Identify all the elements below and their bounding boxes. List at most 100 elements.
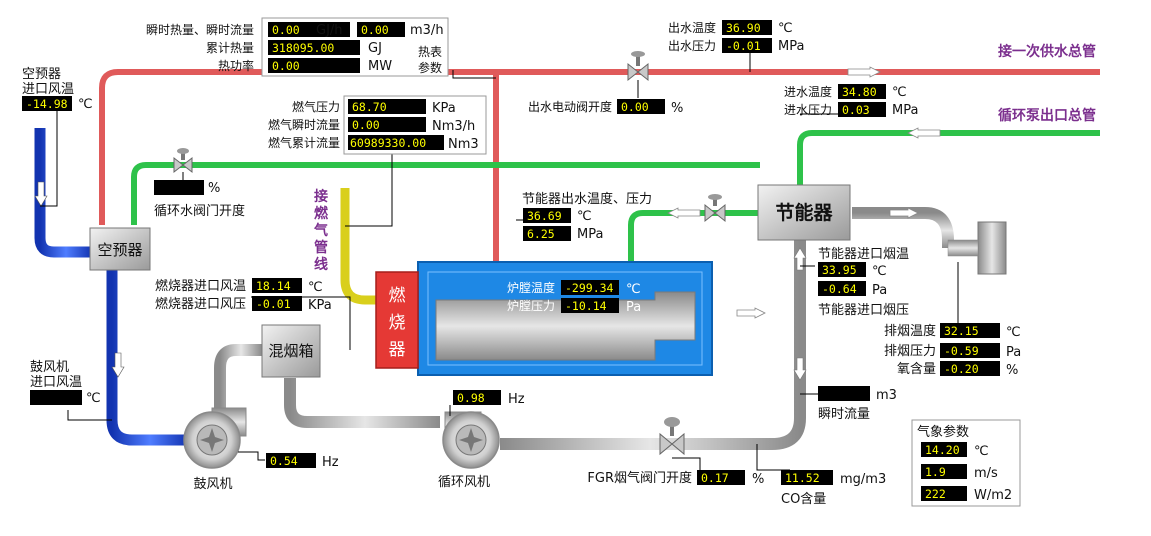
- circ-valve-label: 循环水阀门开度: [154, 203, 245, 219]
- total-heat-label: 累计热量: [206, 41, 254, 55]
- econ-in-flue-press-box: [818, 281, 866, 296]
- burner-inlet-press-label: 燃烧器进口风压: [155, 296, 246, 312]
- gas-pipe-label-3: 气: [313, 222, 328, 239]
- blower-inlet-label-1: 鼓风机: [30, 360, 69, 375]
- furnace-temp-value: -299.34: [565, 281, 614, 295]
- furnace-press-unit: Pa: [626, 300, 641, 315]
- weather-wind-unit: m/s: [974, 466, 998, 481]
- fgr-unit: %: [752, 472, 764, 487]
- burner-inlet-temp-box: [252, 278, 302, 293]
- burner-inlet-temp-value: 18.14: [256, 279, 291, 293]
- econ-in-flue-press-label: 节能器进口烟压: [818, 303, 909, 318]
- furnace-temp-unit: ℃: [626, 282, 641, 297]
- blower-inlet-box: [30, 390, 82, 405]
- gas-total-label: 燃气累计流量: [268, 135, 340, 150]
- circulating-water-valve-icon[interactable]: [173, 148, 193, 174]
- gas-total-box: [348, 135, 444, 150]
- o2-box: [940, 361, 1000, 376]
- heat-rate-box: [268, 22, 350, 37]
- burner-char-3: 器: [389, 340, 406, 360]
- exhaust-temp-unit: ℃: [1006, 325, 1021, 340]
- weather-solar-box: [921, 486, 967, 501]
- econ-out-temp-unit: ℃: [577, 209, 592, 224]
- flow-meter-unit: m3: [876, 388, 897, 403]
- burner-char-2: 烧: [389, 313, 406, 333]
- flue-gas-mixer: [261, 324, 321, 378]
- furnace-temp-box: [561, 280, 619, 295]
- flow-arrow-icon: [889, 207, 919, 219]
- blower-fan: [183, 407, 247, 469]
- weather-title: 气象参数: [917, 424, 969, 440]
- heat-rate-unit: GJ/h: [316, 23, 343, 38]
- inlet-temp-label: 进水温度: [784, 84, 832, 99]
- economizer-outlet-valve-icon[interactable]: [704, 194, 726, 223]
- gas-press-box: [348, 99, 426, 114]
- furnace-chamber: [435, 291, 696, 361]
- blower-freq-value: 0.54: [270, 454, 298, 468]
- preheater-inlet-unit: ℃: [78, 97, 93, 112]
- flow-arrow-icon: [34, 181, 48, 207]
- heat-rate-value: 0.00: [272, 23, 300, 37]
- flow-arrow-icon: [793, 357, 807, 381]
- circ-fan-label: 循环风机: [438, 475, 490, 490]
- outlet-valve-value: 0.00: [621, 100, 649, 114]
- flow-arrow-icon: [847, 66, 881, 78]
- flow-rate-value: 0.00: [361, 23, 389, 37]
- flow-meter-label: 瞬时流量: [818, 407, 870, 422]
- burner-inlet-press-unit: KPa: [308, 298, 332, 313]
- outlet-valve-box: [617, 99, 665, 114]
- econ-in-flue-press-value: -0.64: [822, 282, 857, 296]
- weather-solar-value: 222: [925, 487, 946, 501]
- inlet-temp-value: 34.80: [842, 85, 877, 99]
- power-unit: MW: [368, 59, 392, 74]
- gas-press-label: 燃气压力: [292, 99, 340, 114]
- weather-temp-unit: ℃: [974, 444, 989, 459]
- fgr-valve-icon[interactable]: [659, 417, 685, 456]
- circulation-fan: [442, 411, 500, 469]
- preheater-inlet-label-2: 进口风温: [22, 82, 74, 97]
- exhaust-press-label: 排烟压力: [884, 344, 936, 359]
- flow-rate-unit: m3/h: [410, 23, 444, 38]
- supply-main-title: 接一次供水总管: [998, 43, 1096, 60]
- exhaust-temp-label: 排烟温度: [884, 323, 936, 339]
- exhaust-temp-box: [940, 323, 1000, 338]
- econ-out-temp-box: [523, 208, 571, 223]
- co-value: 11.52: [785, 471, 820, 485]
- o2-unit: %: [1006, 363, 1018, 378]
- exhaust-temp-value: 32.15: [944, 324, 979, 338]
- gas-pipe-label-4: 管: [314, 239, 328, 256]
- outlet-temp-value: 36.90: [726, 21, 761, 35]
- gas-press-unit: KPa: [432, 101, 456, 116]
- blower-freq-unit: Hz: [322, 455, 339, 470]
- weather-temp-value: 14.20: [925, 443, 960, 457]
- power-box: [268, 58, 360, 73]
- gas-pipe: [340, 188, 378, 305]
- burner-char-1: 燃: [389, 286, 406, 306]
- flow-arrow-icon: [907, 127, 941, 139]
- supply-water-pipe: [99, 66, 1100, 265]
- heat-meter-row1-label: 瞬时热量、瞬时流量: [146, 23, 254, 37]
- economizer-label: 节能器: [775, 201, 833, 224]
- circ-fan-freq-value: 0.98: [457, 391, 485, 405]
- blower-label: 鼓风机: [193, 477, 232, 492]
- outlet-press-unit: MPa: [778, 39, 804, 54]
- outlet-motor-valve-icon[interactable]: [627, 51, 649, 82]
- fgr-label: FGR烟气阀门开度: [587, 470, 692, 486]
- gas-total-value: 60989330.00: [350, 136, 426, 150]
- econ-in-flue-press-unit: Pa: [872, 283, 887, 298]
- inlet-press-label: 进水压力: [784, 103, 832, 117]
- burner: [375, 271, 419, 369]
- gas-pipe-label-2: 燃: [314, 205, 329, 222]
- econ-in-flue-temp-unit: ℃: [872, 264, 887, 279]
- weather-temp-box: [921, 442, 967, 457]
- total-heat-unit: GJ: [368, 41, 382, 56]
- econ-in-flue-temp-label: 节能器进口烟温: [818, 247, 909, 262]
- gas-flow-value: 0.00: [352, 118, 380, 132]
- exhaust-press-unit: Pa: [1006, 345, 1021, 360]
- return-water-pipe: [131, 127, 1100, 265]
- blower-freq-box: [266, 453, 316, 468]
- outlet-temp-box: [722, 20, 772, 35]
- furnace-press-box: [561, 298, 619, 313]
- flow-arrow-icon: [111, 352, 125, 378]
